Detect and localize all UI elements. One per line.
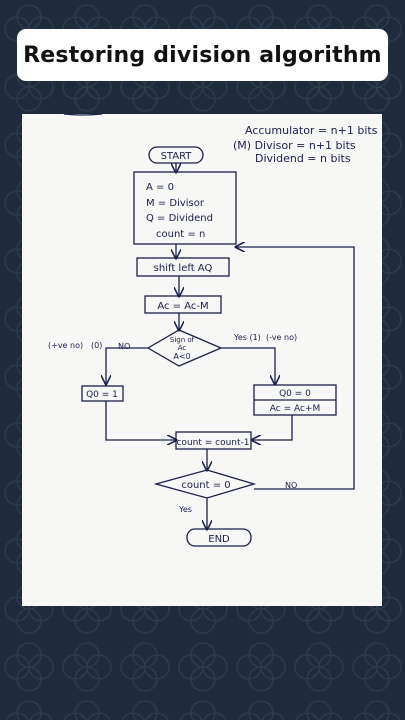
page-title: Restoring division algorithm <box>23 42 382 68</box>
note-accumulator: Accumulator = n+1 bits <box>245 124 378 137</box>
decision-ac: Ac <box>178 344 187 352</box>
label-yes-2: Yes <box>178 505 192 514</box>
shift-label: shift left AQ <box>154 263 213 274</box>
q0-one-label: Q0 = 1 <box>86 390 118 400</box>
count-zero-label: count = 0 <box>181 480 230 491</box>
end-label: END <box>208 534 230 545</box>
q0-one-block <box>81 385 124 402</box>
shift-block <box>136 257 230 277</box>
start-label: START <box>161 151 193 162</box>
decision-sign-of: Sign of <box>170 336 195 344</box>
sign-decision <box>146 329 223 367</box>
init-q: Q = Dividend <box>146 213 213 224</box>
end-terminal <box>186 528 252 547</box>
sub-label: Ac = Ac-M <box>157 301 208 312</box>
label-negative: (-ve no) <box>266 333 297 342</box>
sub-block <box>144 295 222 314</box>
note-divisor: (M) Divisor = n+1 bits <box>233 139 356 152</box>
arrow-yes-branch <box>221 347 275 384</box>
page-scribble <box>63 114 103 116</box>
restore-label: Ac = Ac+M <box>270 404 320 414</box>
title-card: Restoring division algorithm <box>17 29 388 81</box>
arrow-no-branch <box>106 347 148 384</box>
label-no-1: NO <box>118 342 130 351</box>
init-count: count = n <box>156 229 205 240</box>
arrow-left-merge <box>105 401 176 440</box>
init-block <box>133 171 237 245</box>
label-no-2: NO <box>285 481 297 490</box>
label-yes-1: Yes (1) <box>233 333 261 342</box>
arrow-right-merge <box>252 415 293 440</box>
note-dividend: Dividend = n bits <box>255 152 351 165</box>
decrement-block <box>175 431 252 450</box>
arrow-loop-back <box>236 247 355 490</box>
init-m: M = Divisor <box>146 198 205 209</box>
flowchart: Accumulator = n+1 bits (M) Divisor = n+1… <box>48 114 378 547</box>
decrement-label: count = count-1 <box>176 438 249 448</box>
init-a: A = 0 <box>146 182 174 193</box>
label-positive: (+ve no) <box>48 341 83 350</box>
notebook-page: Accumulator = n+1 bits (M) Divisor = n+1… <box>22 114 382 606</box>
q0-zero-label: Q0 = 0 <box>279 389 311 399</box>
decision-a-less-zero: A<0 <box>173 352 190 361</box>
label-zero: (0) <box>91 341 102 350</box>
